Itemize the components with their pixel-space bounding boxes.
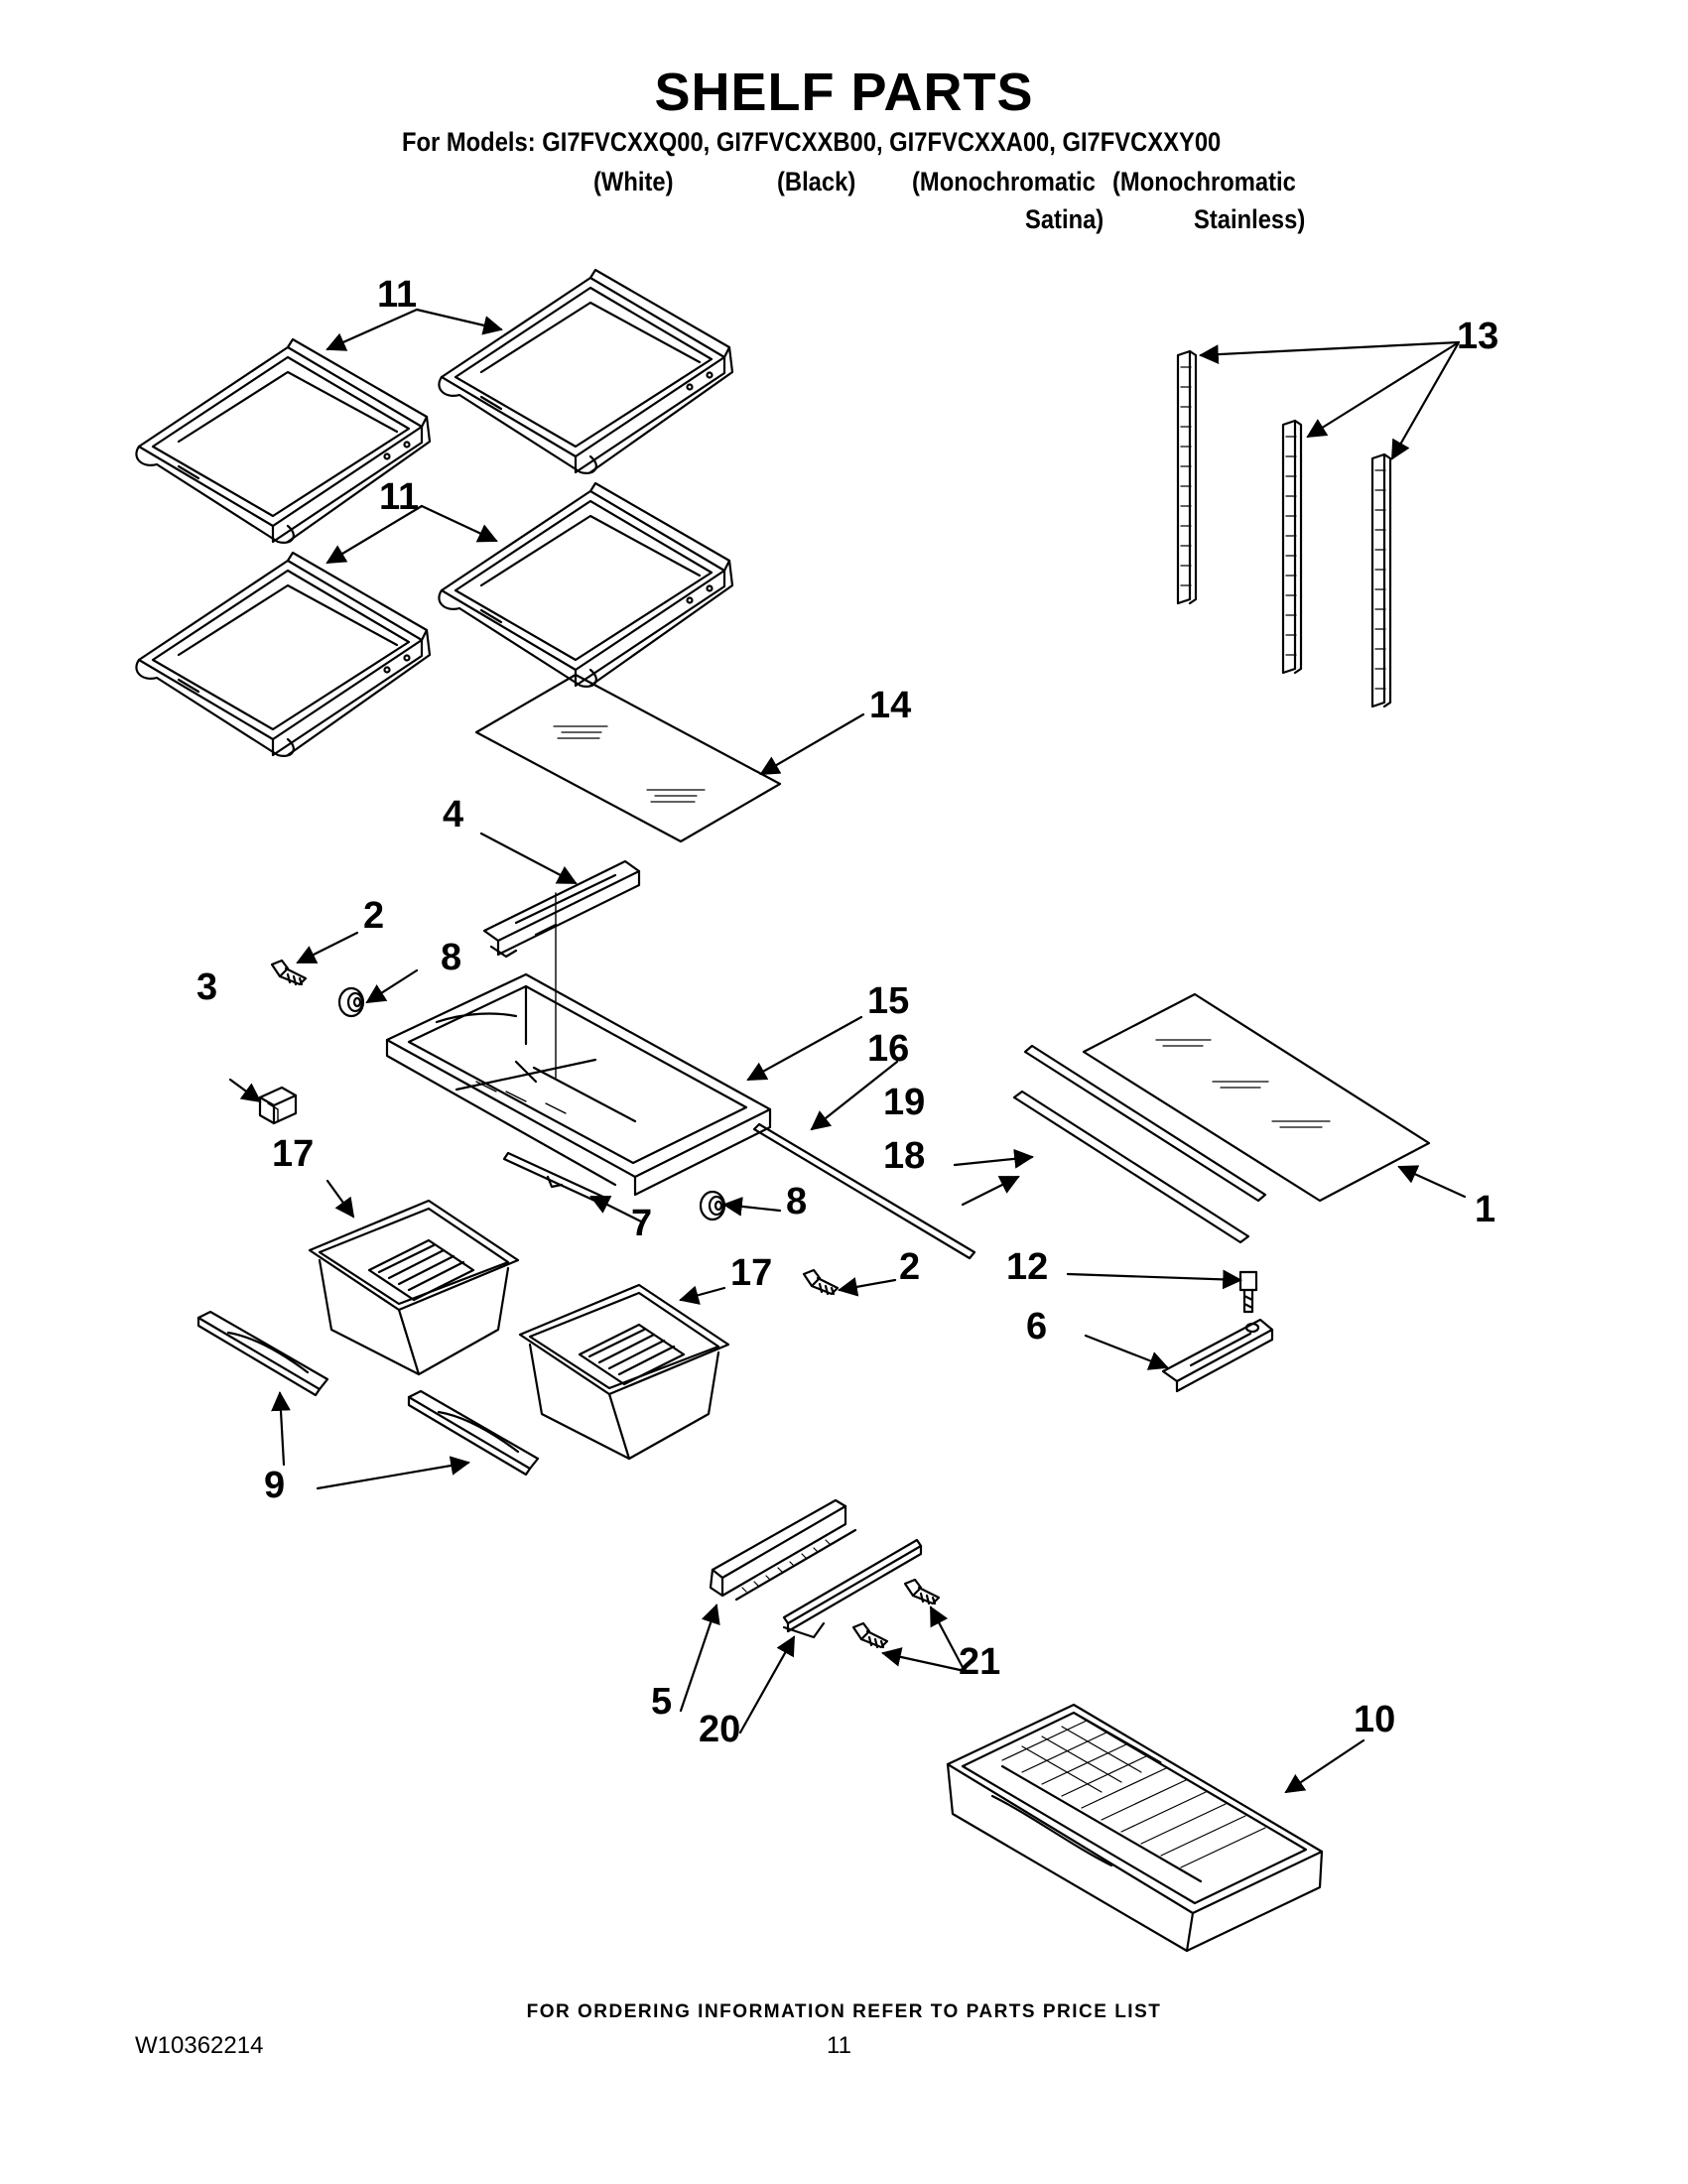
variant-monochromatic-stainless-line2: Stainless) xyxy=(1194,204,1306,234)
callout-6: 6 xyxy=(1026,1306,1048,1348)
ordering-note: FOR ORDERING INFORMATION REFER TO PARTS … xyxy=(526,2001,1162,2022)
variant-monochromatic-satina-line1: (Monochromatic xyxy=(912,167,1096,196)
callout-7: 7 xyxy=(631,1203,653,1244)
callout-16: 16 xyxy=(867,1028,910,1070)
callout-1: 1 xyxy=(1475,1189,1496,1230)
callout-14: 14 xyxy=(869,685,912,726)
models-line: For Models: GI7FVCXXQ00, GI7FVCXXB00, GI… xyxy=(402,127,1222,157)
document-number: W10362214 xyxy=(135,2032,264,2059)
callout-11: 11 xyxy=(377,274,418,316)
callout-12: 12 xyxy=(1006,1246,1049,1288)
callout-2: 2 xyxy=(899,1246,921,1288)
variant-white: (White) xyxy=(593,167,674,196)
callout-5: 5 xyxy=(651,1681,673,1723)
callout-11: 11 xyxy=(379,476,420,518)
callout-21: 21 xyxy=(959,1641,1001,1683)
variant-monochromatic-stainless-line1: (Monochromatic xyxy=(1112,167,1296,196)
page-title: SHELF PARTS xyxy=(654,63,1034,122)
callout-9: 9 xyxy=(264,1465,286,1506)
callout-10: 10 xyxy=(1354,1699,1396,1740)
variant-monochromatic-satina-line2: Satina) xyxy=(1025,204,1104,234)
callout-17: 17 xyxy=(272,1133,315,1175)
callout-17: 17 xyxy=(730,1252,773,1294)
callout-8: 8 xyxy=(441,937,462,978)
callout-20: 20 xyxy=(699,1709,741,1750)
page-number: 11 xyxy=(827,2032,851,2059)
callout-18: 18 xyxy=(883,1135,926,1177)
callout-19: 19 xyxy=(883,1082,926,1123)
callout-4: 4 xyxy=(443,794,464,835)
callout-8: 8 xyxy=(786,1181,808,1222)
callout-13: 13 xyxy=(1457,316,1499,357)
variant-black: (Black) xyxy=(777,167,856,196)
callout-2: 2 xyxy=(363,895,385,937)
callout-15: 15 xyxy=(867,980,910,1022)
callout-3: 3 xyxy=(196,966,218,1008)
